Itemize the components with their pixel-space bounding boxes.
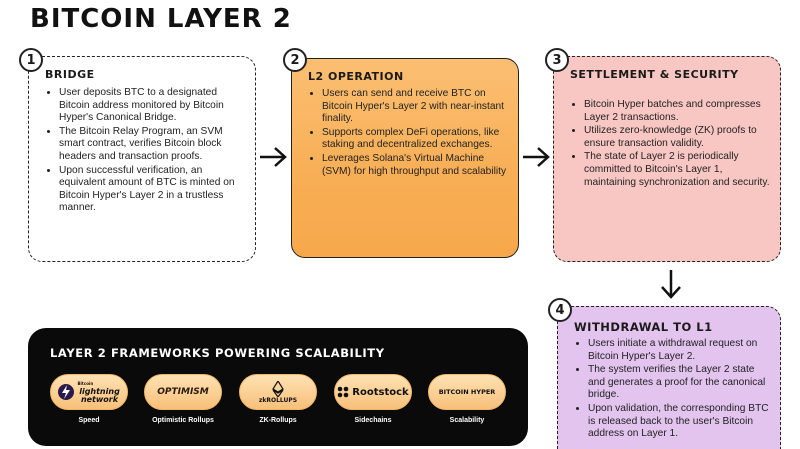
step-bullet-list: Users initiate a withdrawal request on B… (574, 338, 772, 442)
step-title: WITHDRAWAL TO L1 (574, 320, 713, 334)
lightning-network-logo: Bitcoin lightning network (50, 374, 128, 410)
framework-label: Sidechains (354, 417, 392, 424)
bullet-item: The Bitcoin Relay Program, an SVM smart … (59, 126, 247, 164)
framework-zk-rollups: zkROLLUPS ZK-Rollups (239, 374, 317, 424)
step-bullet-list: User deposits BTC to a designated Bitcoi… (45, 87, 247, 216)
step-bullet-list: Bitcoin Hyper batches and compresses Lay… (570, 99, 772, 190)
rootstock-logo: Rootstock (334, 374, 412, 410)
bullet-item: Users can send and receive BTC on Bitcoi… (322, 88, 510, 126)
logo-text: lightning network (79, 387, 120, 404)
bitcoin-hyper-logo: BITCOIN HYPER (428, 374, 506, 410)
bullet-item: Bitcoin Hyper batches and compresses Lay… (584, 99, 772, 124)
logo-caption: Bitcoin (77, 381, 94, 386)
bullet-item: Users initiate a withdrawal request on B… (588, 338, 772, 363)
logo-text: BITCOIN HYPER (438, 388, 496, 396)
rootstock-icon (337, 386, 349, 398)
frameworks-panel: LAYER 2 FRAMEWORKS POWERING SCALABILITY … (28, 328, 528, 446)
lightning-bolt-icon (57, 384, 74, 400)
bullet-item: Leverages Solana's Virtual Machine (SVM)… (322, 153, 510, 178)
bullet-item: Upon validation, the corresponding BTC i… (588, 403, 772, 441)
bullet-item: Utilizes zero-knowledge (ZK) proofs to e… (584, 125, 772, 150)
arrow-right-icon (523, 147, 550, 167)
step-number-badge: 4 (548, 298, 572, 322)
step-title: SETTLEMENT & SECURITY (570, 68, 739, 81)
page-title: BITCOIN LAYER 2 (30, 4, 292, 34)
logo-text: OPTIMISM (157, 387, 209, 397)
framework-label: ZK-Rollups (259, 417, 297, 424)
step-title: BRIDGE (45, 68, 95, 81)
framework-bitcoin-hyper: BITCOIN HYPER Scalability (428, 374, 506, 424)
step-number-badge: 1 (19, 48, 43, 72)
optimism-logo: OPTIMISM (144, 374, 222, 410)
zkrollups-logo: zkROLLUPS (239, 374, 317, 410)
bullet-item: Upon successful verification, an equival… (59, 165, 247, 215)
step-title: L2 OPERATION (308, 70, 404, 83)
bullet-item: The system verifies the Layer 2 state an… (588, 364, 772, 402)
framework-label: Speed (78, 417, 100, 424)
framework-label: Scalability (449, 417, 485, 424)
step-number-badge: 3 (545, 48, 569, 72)
logo-text: Rootstock (352, 386, 409, 398)
logo-text: zkROLLUPS (258, 396, 298, 404)
arrow-down-icon (661, 270, 681, 299)
arrow-right-icon (260, 147, 287, 167)
step-card-settlement-security: 3 SETTLEMENT & SECURITY Bitcoin Hyper ba… (545, 48, 781, 262)
frameworks-title: LAYER 2 FRAMEWORKS POWERING SCALABILITY (50, 346, 385, 360)
step-number-badge: 2 (283, 48, 307, 72)
framework-label: Optimistic Rollups (152, 417, 214, 424)
step-card-bridge: 1 BRIDGE User deposits BTC to a designat… (19, 48, 256, 262)
bullet-item: User deposits BTC to a designated Bitcoi… (59, 87, 247, 125)
step-card-l2-operation: 2 L2 OPERATION Users can send and receiv… (283, 48, 519, 258)
framework-rootstock: Rootstock Sidechains (334, 374, 412, 424)
framework-lightning: Bitcoin lightning network Speed (50, 374, 128, 424)
bullet-item: The state of Layer 2 is periodically com… (584, 151, 772, 189)
step-bullet-list: Users can send and receive BTC on Bitcoi… (308, 88, 510, 179)
framework-optimism: OPTIMISM Optimistic Rollups (144, 374, 222, 424)
step-card-withdrawal: 4 WITHDRAWAL TO L1 Users initiate a with… (548, 298, 781, 449)
ethereum-diamond-icon (272, 380, 284, 397)
bullet-item: Supports complex DeFi operations, like s… (322, 127, 510, 152)
